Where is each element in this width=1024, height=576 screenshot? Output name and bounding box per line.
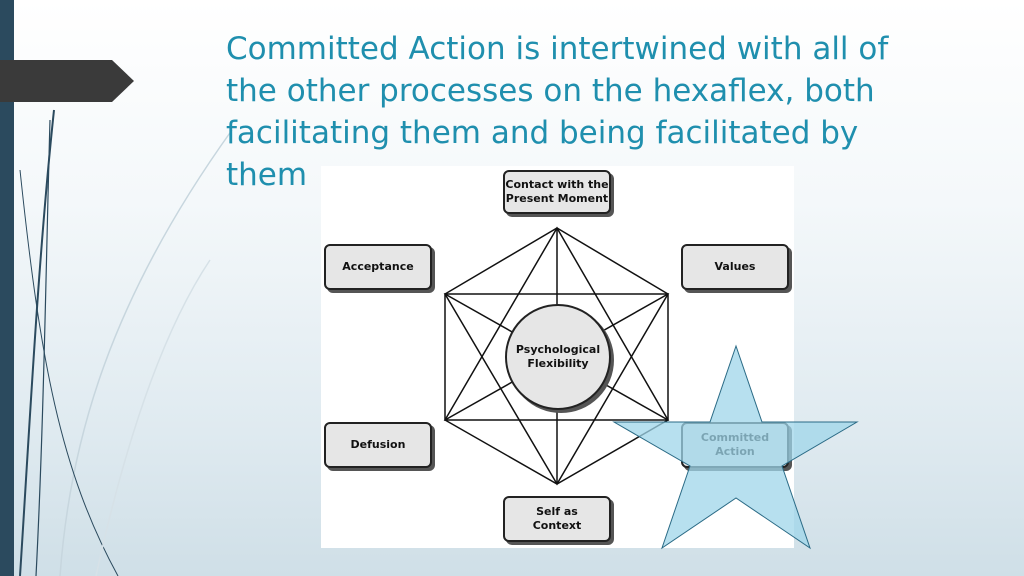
process-defusion: Defusion [324,422,432,468]
process-contact-present-moment: Contact with the Present Moment [503,170,611,214]
hexaflex-diagram: Contact with the Present Moment Acceptan… [321,166,794,548]
process-self-as-context: Self as Context [503,496,611,542]
process-acceptance: Acceptance [324,244,432,290]
slide-tab-arrow [0,60,134,102]
left-accent-bar [0,0,14,576]
decorative-curves [19,109,233,576]
process-committed-action: Committed Action [681,422,789,468]
center-psychological-flexibility: Psychological Flexibility [505,304,611,410]
process-values: Values [681,244,789,290]
slide-title: Committed Action is intertwined with all… [226,31,889,193]
